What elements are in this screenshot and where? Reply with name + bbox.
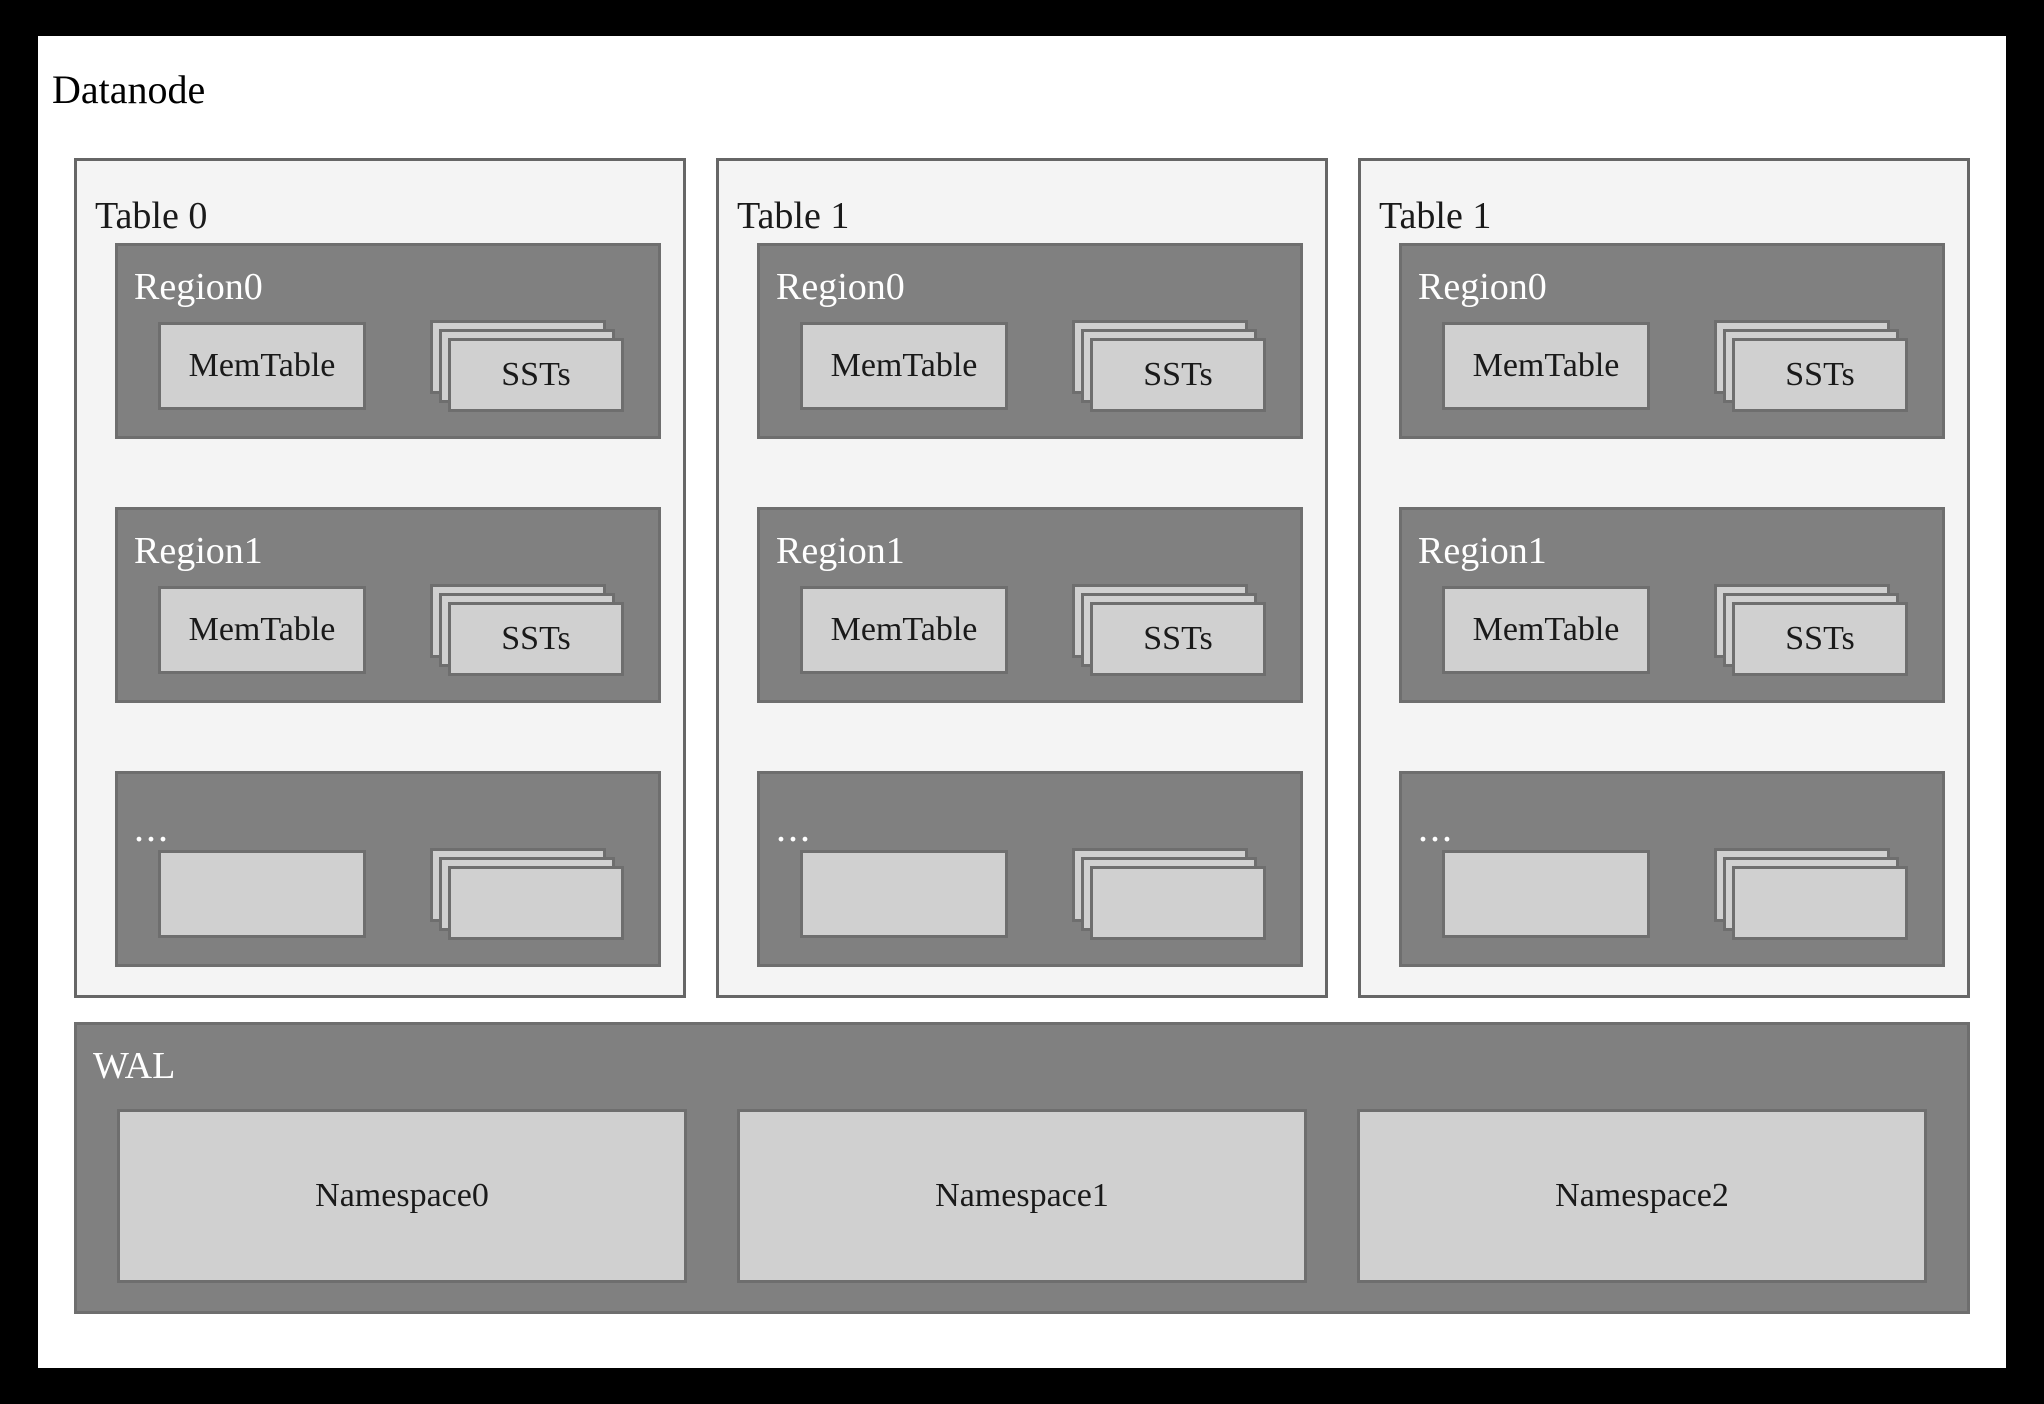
sst-layer-front [448, 866, 624, 940]
region-body [760, 848, 1300, 940]
region-label: Region0 [776, 266, 905, 308]
page-title: Datanode [52, 67, 206, 112]
sst-stack: SSTs [1072, 320, 1272, 416]
wal-label: WAL [93, 1045, 176, 1087]
table-label: Table 1 [1379, 195, 1492, 237]
memtable-box: MemTable [1442, 586, 1650, 674]
sst-stack-empty [1714, 848, 1914, 944]
sst-layer-front: SSTs [1090, 602, 1266, 676]
memtable-box: MemTable [800, 322, 1008, 410]
region-label: Region1 [1418, 530, 1547, 572]
region-block: Region0 MemTable SSTs [115, 243, 661, 439]
region-block: Region1 MemTable SSTs [115, 507, 661, 703]
ellipsis-label: ... [134, 805, 170, 850]
table-label: Table 0 [95, 195, 208, 237]
region-body [1402, 848, 1942, 940]
region-block: Region0 MemTable SSTs [757, 243, 1303, 439]
namespace-box: Namespace1 [737, 1109, 1307, 1283]
memtable-box: MemTable [158, 322, 366, 410]
sst-stack-empty [430, 848, 630, 944]
region-block: Region1 MemTable SSTs [1399, 507, 1945, 703]
table-panel-1: Table 1 Region0 MemTable SSTs Region1 [716, 158, 1328, 998]
region-label: Region1 [134, 530, 263, 572]
region-body: MemTable SSTs [118, 320, 658, 412]
sst-layer-front: SSTs [1090, 338, 1266, 412]
sst-layer-front: SSTs [448, 602, 624, 676]
memtable-box: MemTable [158, 586, 366, 674]
region-list: Region0 MemTable SSTs Region1 MemTable [757, 243, 1303, 967]
table-panel-2: Table 1 Region0 MemTable SSTs Region1 [1358, 158, 1970, 998]
memtable-box: MemTable [1442, 322, 1650, 410]
sst-stack: SSTs [1072, 584, 1272, 680]
memtable-box-empty [800, 850, 1008, 938]
region-label: Region0 [1418, 266, 1547, 308]
region-block-ellipsis: ... [757, 771, 1303, 967]
region-block-ellipsis: ... [115, 771, 661, 967]
region-body [118, 848, 658, 940]
wal-namespaces: Namespace0 Namespace1 Namespace2 [117, 1109, 1927, 1283]
region-block: Region1 MemTable SSTs [757, 507, 1303, 703]
sst-stack: SSTs [1714, 320, 1914, 416]
sst-stack: SSTs [1714, 584, 1914, 680]
sst-layer-front: SSTs [448, 338, 624, 412]
diagram-canvas: Datanode Table 0 Region0 MemTable SSTs [38, 36, 2006, 1368]
region-body: MemTable SSTs [1402, 584, 1942, 676]
region-label: Region0 [134, 266, 263, 308]
table-panel-0: Table 0 Region0 MemTable SSTs Region1 [74, 158, 686, 998]
region-body: MemTable SSTs [118, 584, 658, 676]
sst-layer-front: SSTs [1732, 338, 1908, 412]
memtable-box: MemTable [800, 586, 1008, 674]
sst-layer-front [1090, 866, 1266, 940]
region-body: MemTable SSTs [1402, 320, 1942, 412]
sst-layer-front: SSTs [1732, 602, 1908, 676]
ellipsis-label: ... [1418, 805, 1454, 850]
memtable-box-empty [1442, 850, 1650, 938]
namespace-box: Namespace2 [1357, 1109, 1927, 1283]
sst-stack-empty [1072, 848, 1272, 944]
region-list: Region0 MemTable SSTs Region1 MemTable [1399, 243, 1945, 967]
region-body: MemTable SSTs [760, 320, 1300, 412]
memtable-box-empty [158, 850, 366, 938]
region-list: Region0 MemTable SSTs Region1 MemTable [115, 243, 661, 967]
wal-block: WAL Namespace0 Namespace1 Namespace2 [74, 1022, 1970, 1314]
ellipsis-label: ... [776, 805, 812, 850]
sst-stack: SSTs [430, 584, 630, 680]
namespace-box: Namespace0 [117, 1109, 687, 1283]
sst-stack: SSTs [430, 320, 630, 416]
region-label: Region1 [776, 530, 905, 572]
tables-container: Table 0 Region0 MemTable SSTs Region1 [74, 158, 1970, 998]
region-block-ellipsis: ... [1399, 771, 1945, 967]
sst-layer-front [1732, 866, 1908, 940]
region-body: MemTable SSTs [760, 584, 1300, 676]
region-block: Region0 MemTable SSTs [1399, 243, 1945, 439]
table-label: Table 1 [737, 195, 850, 237]
